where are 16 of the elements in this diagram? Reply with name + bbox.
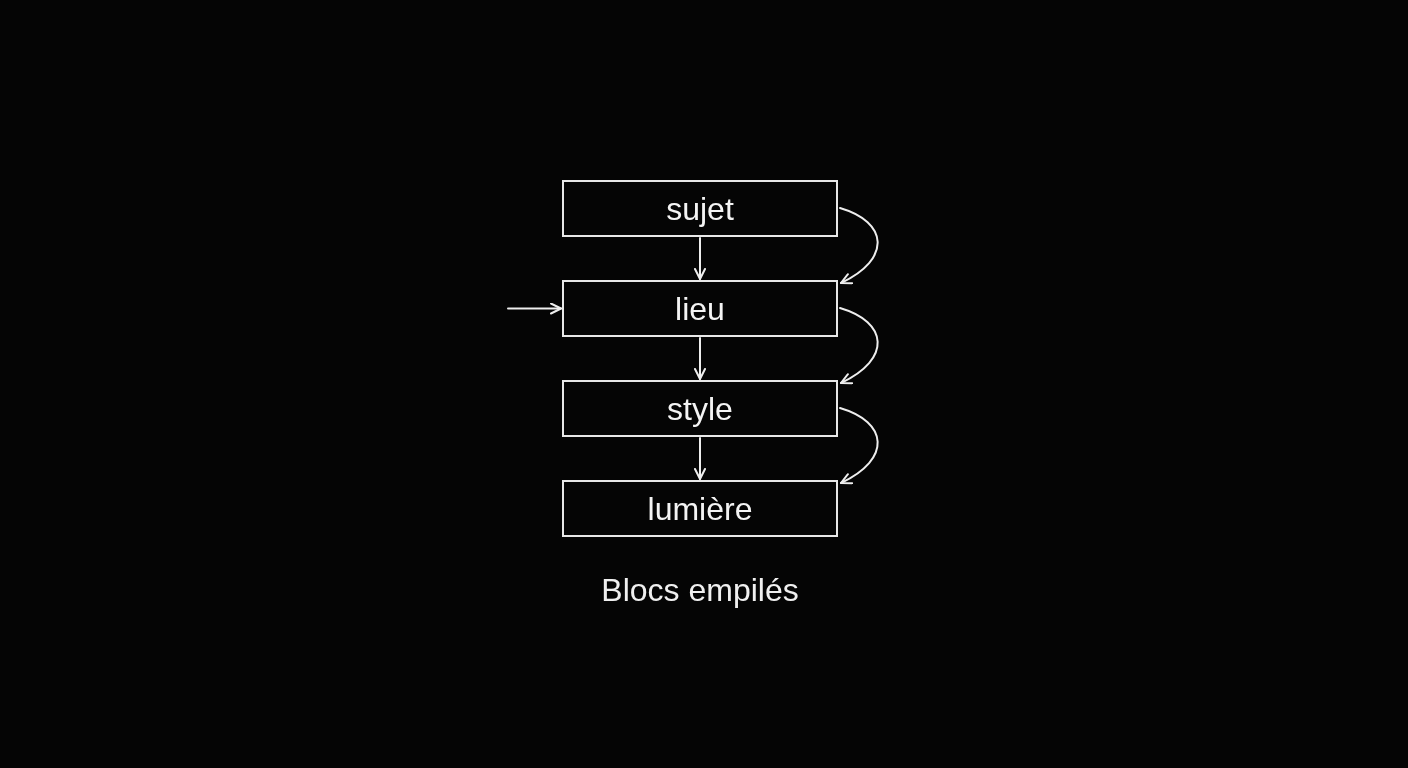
arrow: [694, 337, 706, 380]
box-label: sujet: [666, 192, 734, 225]
process-box: [562, 380, 838, 437]
arrow: [694, 237, 706, 280]
process-box: [562, 480, 838, 537]
process-box: [562, 280, 838, 337]
arrow: [507, 302, 562, 315]
process-box: [562, 180, 838, 237]
curved-arrow: [839, 207, 879, 284]
box-label: lieu: [675, 292, 725, 325]
curved-arrow: [839, 407, 879, 484]
curved-arrow: [839, 307, 879, 384]
caption: Blocs empilés: [601, 571, 799, 610]
arrow: [694, 437, 706, 480]
box-label: lumière: [647, 492, 753, 525]
box-label: style: [667, 392, 733, 425]
